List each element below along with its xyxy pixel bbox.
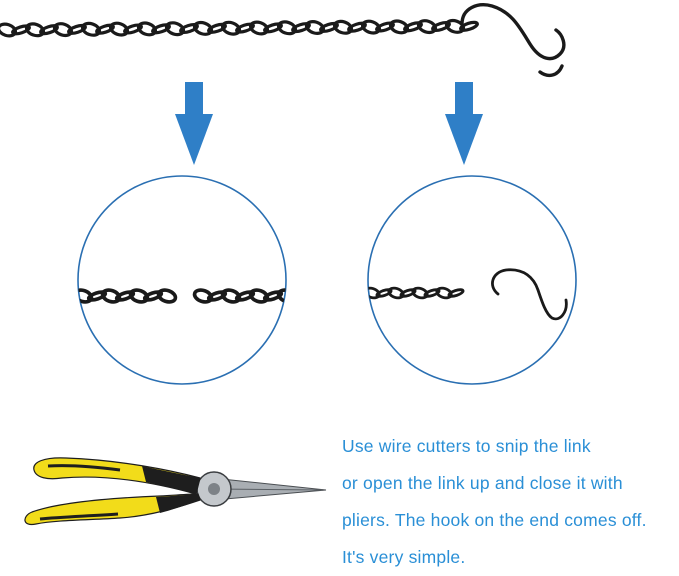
left-detail-circle: [77, 175, 287, 385]
chain-link: [375, 21, 395, 33]
pliers-icon: [24, 457, 327, 526]
right-detail-circle: [367, 175, 577, 385]
chain-link: [95, 23, 115, 35]
top-chain: [0, 18, 479, 38]
chain-link: [234, 290, 256, 302]
chain-removal-diagram: [0, 3, 577, 526]
chain-link: [39, 24, 59, 36]
chain-link: [262, 290, 284, 302]
chain-link: [156, 288, 178, 304]
chain-link: [459, 20, 479, 32]
chain-link: [114, 290, 136, 302]
instruction-text: Use wire cutters to snip the link or ope…: [342, 428, 676, 576]
left-chain-piece-a: [78, 288, 178, 304]
detached-s-hook-icon: [491, 268, 568, 321]
chain-link: [207, 22, 227, 34]
chain-link: [399, 288, 417, 298]
chain-link: [123, 23, 143, 35]
chain-link: [151, 23, 171, 35]
chain-link: [291, 22, 311, 34]
left-down-arrow-icon: [175, 82, 213, 165]
instruction-line-4: It's very simple.: [342, 547, 466, 567]
chain-link: [179, 22, 199, 35]
chain-link: [86, 290, 108, 302]
chain-link: [11, 24, 31, 36]
chain-link: [142, 290, 164, 302]
instruction-line-3: pliers. The hook on the end comes off.: [342, 510, 647, 530]
chain-link: [319, 21, 339, 33]
chain-link: [235, 22, 255, 34]
chain-link: [347, 21, 367, 33]
chain-link: [67, 23, 87, 35]
right-chain-piece: [368, 286, 465, 300]
top-s-hook-icon: [460, 3, 566, 78]
chain-link: [375, 288, 393, 298]
instruction-line-2: or open the link up and close it with: [342, 473, 623, 493]
instruction-line-1: Use wire cutters to snip the link: [342, 436, 591, 456]
chain-link: [263, 22, 283, 34]
chain-link: [403, 21, 423, 33]
chain-link: [431, 20, 451, 33]
right-down-arrow-icon: [445, 82, 483, 165]
chain-link: [206, 290, 228, 302]
chain-link: [423, 288, 441, 298]
chain-link: [447, 288, 465, 298]
